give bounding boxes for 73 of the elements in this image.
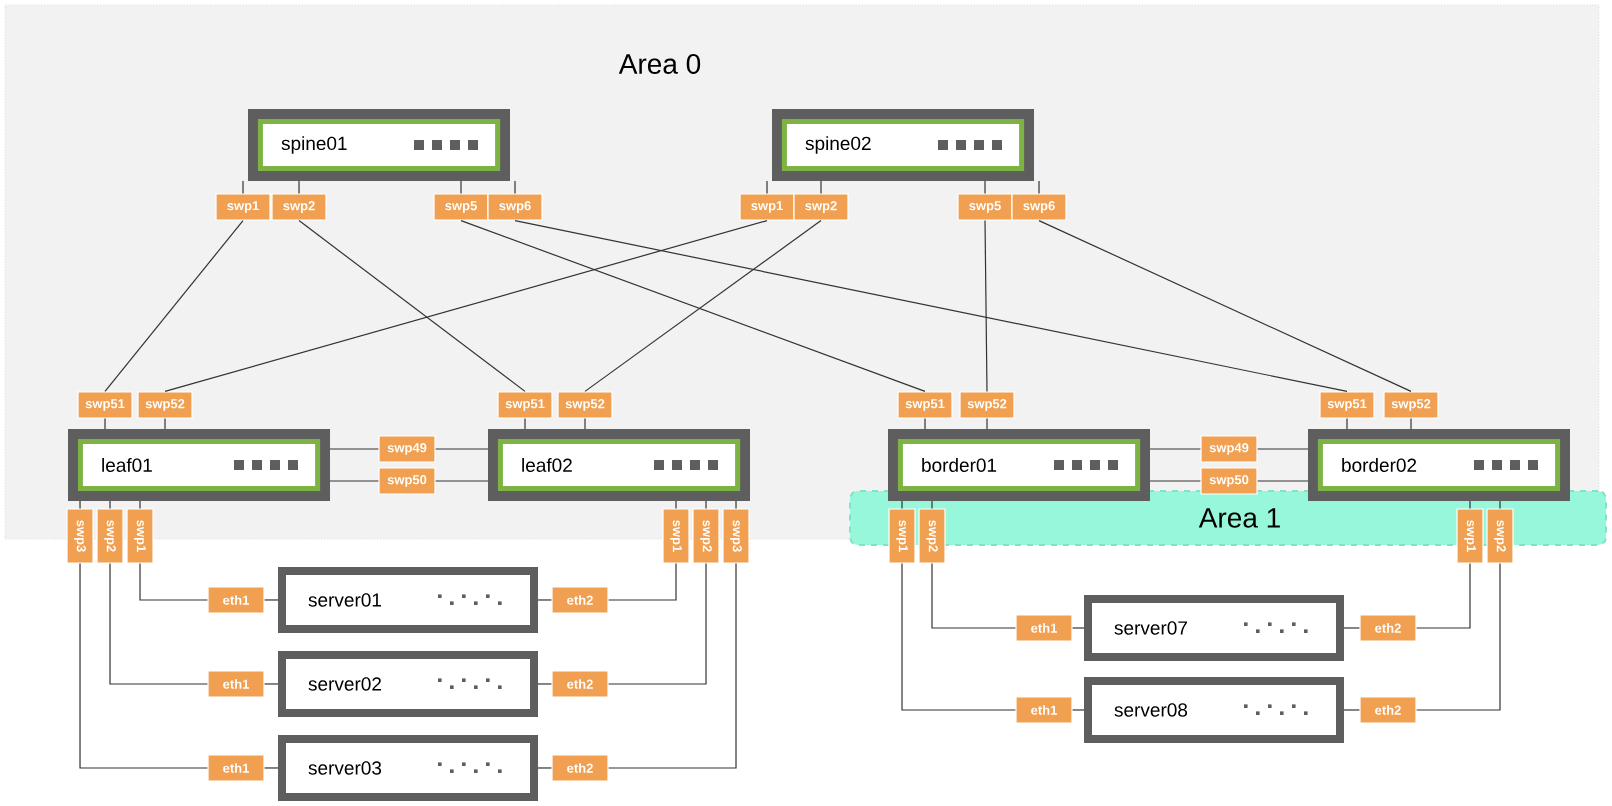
server-box: server08 <box>1084 677 1344 743</box>
link-line <box>1343 709 1360 711</box>
link-line <box>329 448 380 450</box>
link-line <box>924 417 926 430</box>
link-line <box>537 599 552 601</box>
link-line <box>931 500 933 509</box>
server-box: server02 <box>278 651 538 717</box>
link-line <box>984 180 986 194</box>
link-line <box>1149 448 1201 450</box>
switch-box: border01 <box>888 429 1150 501</box>
link-line <box>104 417 106 430</box>
link-line <box>1343 627 1360 629</box>
link-line <box>164 417 166 430</box>
link-line <box>79 563 208 769</box>
link-line <box>1410 417 1412 430</box>
link-line <box>1038 180 1040 194</box>
server-box: server03 <box>278 735 538 801</box>
link-line <box>608 563 677 601</box>
link-line <box>329 480 380 482</box>
link-line <box>109 500 111 509</box>
link-line <box>735 500 737 509</box>
link-line <box>109 563 208 685</box>
link-line <box>298 220 526 392</box>
link-line <box>435 448 489 450</box>
server-box: server07 <box>1084 595 1344 661</box>
link-line <box>820 180 822 194</box>
link-line <box>1038 220 1412 392</box>
link-line <box>608 563 707 685</box>
link-line <box>460 180 462 194</box>
link-line <box>1072 627 1085 629</box>
switch-box: border02 <box>1308 429 1570 501</box>
link-line <box>242 180 244 194</box>
link-line <box>298 180 300 194</box>
link-line <box>1346 417 1348 430</box>
link-line <box>514 180 516 194</box>
link-line <box>514 220 1348 392</box>
link-line <box>901 500 903 509</box>
link-line <box>1257 480 1309 482</box>
link-line <box>460 220 926 392</box>
server-box: server01 <box>278 567 538 633</box>
link-line <box>139 563 208 601</box>
link-line <box>537 767 552 769</box>
link-line <box>435 480 489 482</box>
link-line <box>264 683 279 685</box>
link-line <box>986 417 988 430</box>
link-line <box>264 599 279 601</box>
link-line <box>264 767 279 769</box>
link-line <box>1469 500 1471 509</box>
switch-box: spine01 <box>248 109 510 181</box>
link-line <box>1416 563 1471 629</box>
link-line <box>931 563 1016 629</box>
link-line <box>1072 709 1085 711</box>
link-line <box>524 417 526 430</box>
link-line <box>584 220 822 392</box>
link-line <box>584 417 586 430</box>
link-line <box>766 180 768 194</box>
link-line <box>1499 500 1501 509</box>
switch-box: leaf02 <box>488 429 750 501</box>
switch-box: leaf01 <box>68 429 330 501</box>
link-line <box>608 563 737 769</box>
link-line <box>164 220 768 392</box>
link-line <box>537 683 552 685</box>
link-line <box>1257 448 1309 450</box>
link-line <box>901 563 1016 711</box>
link-line <box>675 500 677 509</box>
switch-box: spine02 <box>772 109 1034 181</box>
link-line <box>1416 563 1501 711</box>
link-line <box>79 500 81 509</box>
link-line <box>705 500 707 509</box>
link-line <box>1149 480 1201 482</box>
link-line <box>984 220 988 392</box>
link-line <box>104 220 244 392</box>
link-line <box>139 500 141 509</box>
